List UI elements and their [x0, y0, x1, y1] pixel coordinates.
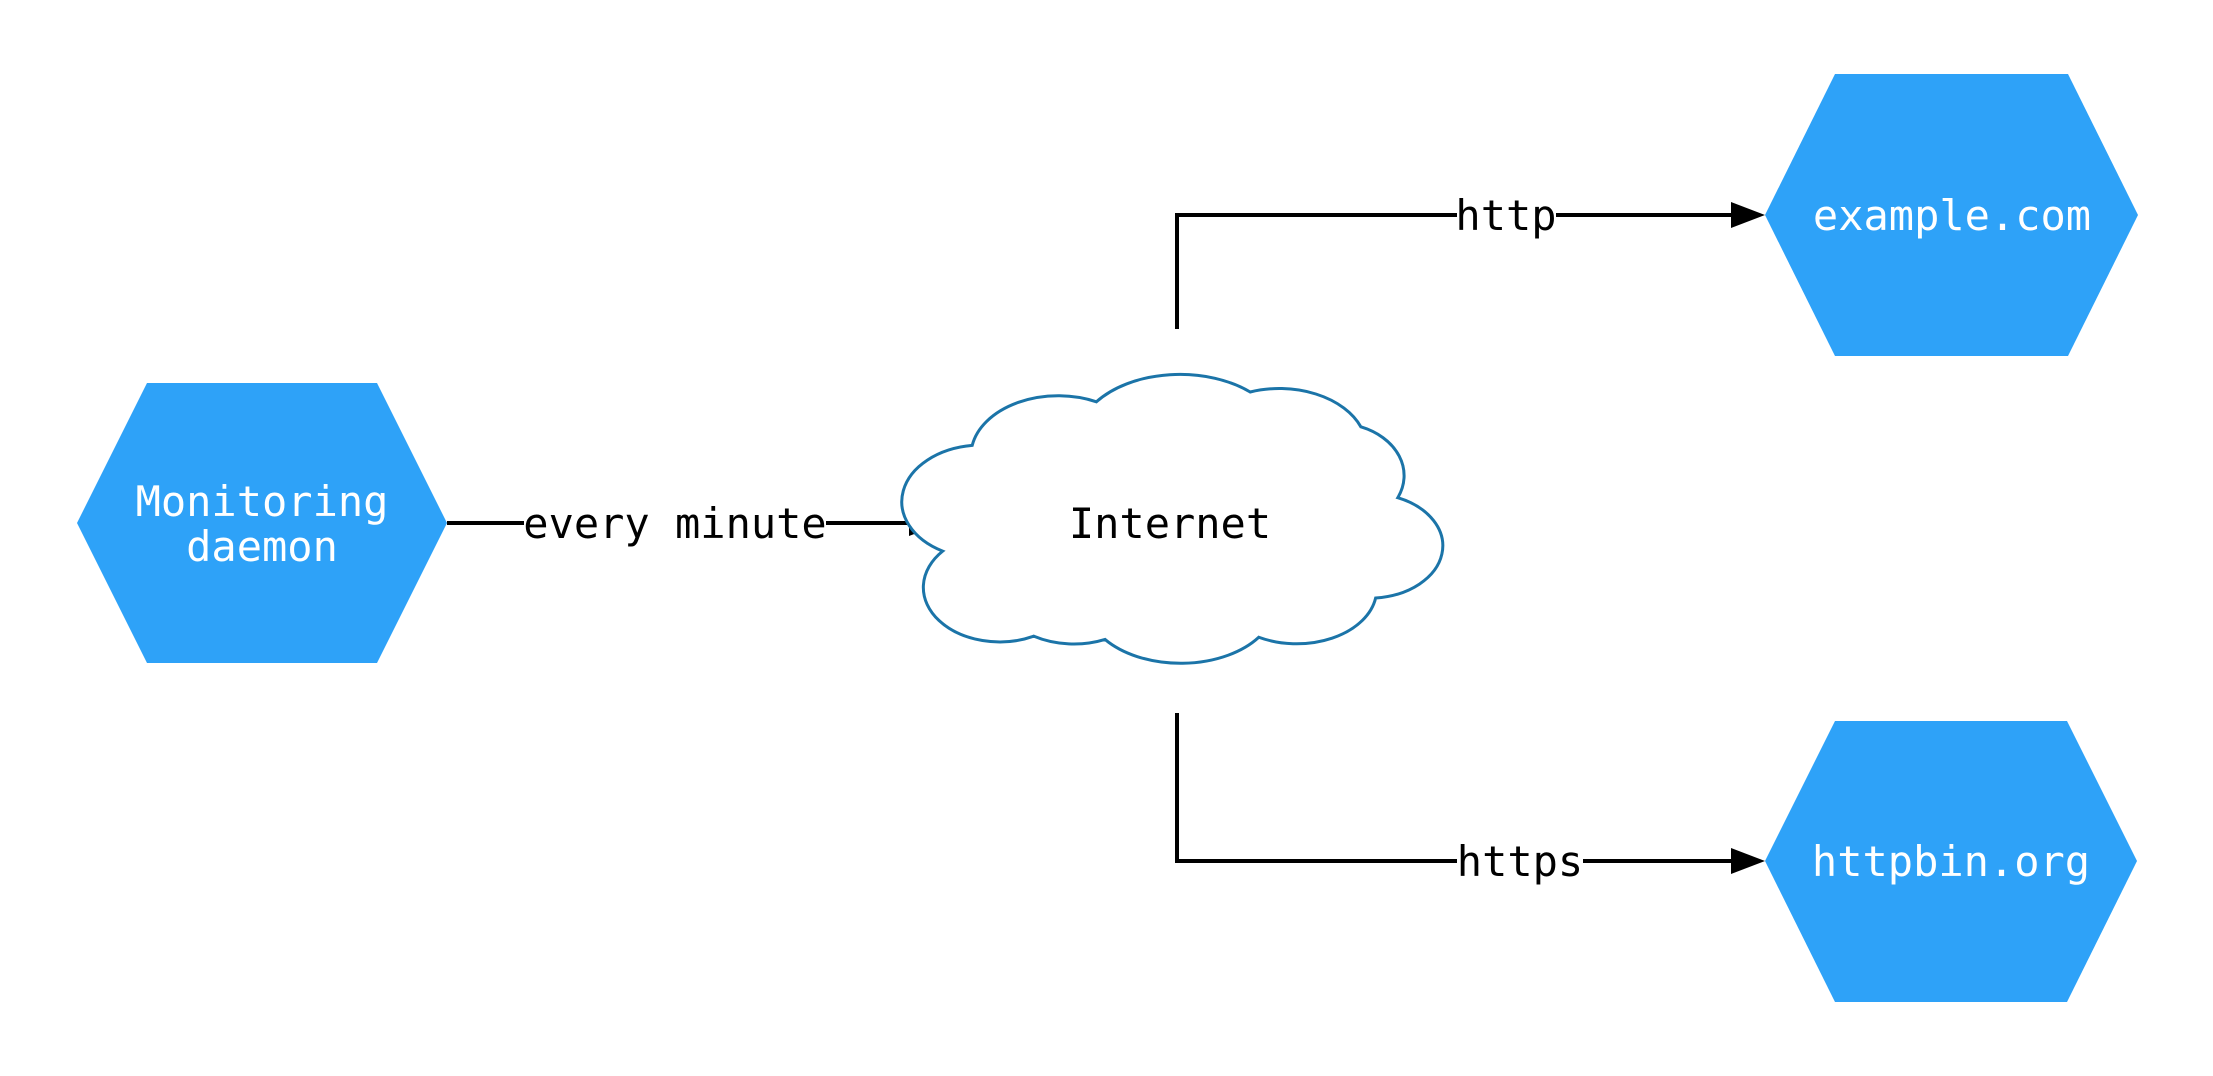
edge-https: https	[1175, 713, 1765, 886]
edge-label-every-minute: every minute	[523, 499, 826, 548]
node-label-monitoring-line2: daemon	[186, 522, 338, 571]
edge-http: http	[1175, 191, 1765, 329]
edge-every-minute: every minute	[447, 499, 943, 548]
node-httpbin-org: httpbin.org	[1765, 721, 2137, 1002]
hexagon-shape	[77, 383, 447, 663]
edge-line-elbow	[1175, 213, 1457, 329]
node-label-httpbin-org: httpbin.org	[1812, 837, 2090, 886]
node-internet: Internet	[902, 374, 1443, 663]
node-example-com: example.com	[1765, 74, 2138, 356]
node-label-example-com: example.com	[1813, 191, 2091, 240]
node-label-internet: Internet	[1069, 499, 1271, 548]
arrowhead-icon	[1731, 848, 1765, 874]
cloud-shape	[902, 374, 1443, 663]
edge-line-elbow	[1175, 713, 1457, 863]
hexagon-shape	[1765, 74, 2138, 356]
node-label-monitoring-line1: Monitoring	[136, 477, 389, 526]
arrowhead-icon	[1731, 202, 1765, 228]
node-monitoring-daemon: Monitoring daemon	[77, 383, 447, 663]
hexagon-shape	[1765, 721, 2137, 1002]
edge-label-http: http	[1455, 191, 1556, 240]
edge-label-https: https	[1457, 837, 1583, 886]
